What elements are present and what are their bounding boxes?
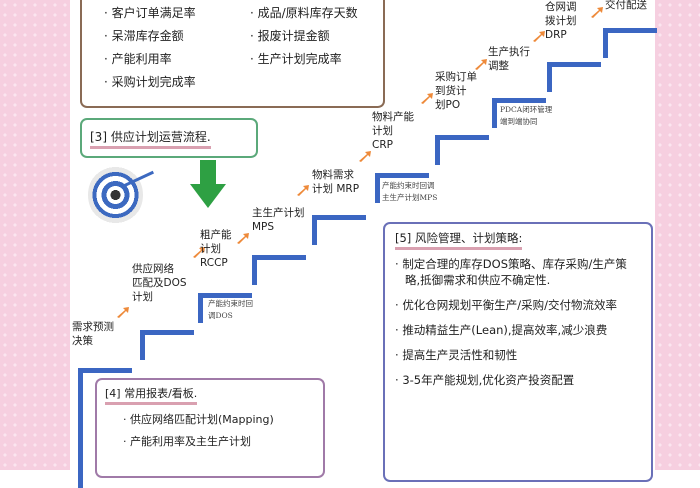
list-item: · 供应网络匹配计划(Mapping) bbox=[123, 413, 274, 426]
kpi-item: · 客户订单满足率 bbox=[104, 6, 196, 20]
section4-box: [4] 常用报表/看板. · 供应网络匹配计划(Mapping) · 产能利用率… bbox=[95, 378, 325, 478]
step-label: 粗产能 计划 RCCP bbox=[200, 229, 232, 269]
stair-step bbox=[78, 368, 132, 488]
list-item: · 提高生产灵活性和韧性 bbox=[395, 348, 518, 362]
kpi-item: · 采购计划完成率 bbox=[104, 75, 196, 89]
step-label: 交付配送 bbox=[605, 0, 647, 11]
stair-step bbox=[140, 330, 194, 360]
section5-title: [5] 风险管理、计划策略: bbox=[395, 230, 523, 250]
section3-title: [3] 供应计划运营流程. bbox=[90, 128, 211, 149]
stair-step bbox=[312, 215, 366, 245]
stair-step bbox=[492, 98, 546, 128]
section3-box: [3] 供应计划运营流程. bbox=[80, 118, 258, 158]
kpi-item: · 报废计提金额 bbox=[250, 29, 330, 43]
kpi-item: · 成品/原料库存天数 bbox=[250, 6, 358, 20]
orange-arrow-icon bbox=[591, 7, 603, 18]
orange-arrow-icon bbox=[359, 151, 371, 162]
pink-border-right bbox=[655, 0, 700, 470]
pink-border-left bbox=[0, 0, 70, 470]
step-label: 仓网调 拨计划 DRP bbox=[545, 1, 577, 41]
note-dos: 产能约束时回 调DOS bbox=[208, 299, 253, 320]
stair-step bbox=[252, 255, 306, 285]
kpi-box: · 客户订单满足率 · 呆滞库存金额 · 产能利用率 · 采购计划完成率 · 成… bbox=[80, 0, 385, 108]
stair-step bbox=[198, 293, 252, 323]
green-down-arrow-icon bbox=[190, 160, 226, 208]
orange-arrow-icon bbox=[237, 233, 249, 244]
section5-box: [5] 风险管理、计划策略: · 制定合理的库存DOS策略、库存采购/生产策略,… bbox=[383, 222, 653, 482]
step-label: 需求预测 决策 bbox=[72, 321, 114, 347]
note-pdca: PDCA闭环管理 端到端协同 bbox=[500, 105, 553, 126]
step-label: 采购订单 到货计 划PO bbox=[435, 71, 477, 111]
list-item: · 产能利用率及主生产计划 bbox=[123, 435, 251, 448]
section4-title: [4] 常用报表/看板. bbox=[105, 385, 198, 405]
orange-arrow-icon bbox=[117, 307, 129, 318]
step-label: 物料需求 计划 MRP bbox=[312, 169, 360, 195]
step-label: 物料产能 计划 CRP bbox=[372, 111, 414, 151]
list-item: · 推动精益生产(Lean),提高效率,减少浪费 bbox=[395, 323, 608, 337]
stair-step bbox=[603, 28, 657, 58]
list-item: · 优化仓网规划平衡生产/采购/交付物流效率 bbox=[395, 298, 618, 312]
stair-step bbox=[547, 62, 601, 92]
orange-arrow-icon bbox=[533, 31, 545, 42]
list-item: · 3-5年产能规划,优化资产投资配置 bbox=[395, 373, 575, 387]
orange-arrow-icon bbox=[193, 247, 205, 258]
stair-step bbox=[435, 135, 489, 165]
kpi-item: · 呆滞库存金额 bbox=[104, 29, 184, 43]
note-mps: 产能约束时回调 主生产计划MPS bbox=[382, 181, 438, 202]
orange-arrow-icon bbox=[421, 93, 433, 104]
step-label: 生产执行 调整 bbox=[488, 46, 530, 72]
kpi-item: · 产能利用率 bbox=[104, 52, 172, 66]
list-item: · 制定合理的库存DOS策略、库存采购/生产策略,抵御需求和供应不确定性. bbox=[395, 257, 627, 287]
orange-arrow-icon bbox=[297, 185, 309, 196]
step-label: 主生产计划 MPS bbox=[252, 207, 305, 233]
stair-step bbox=[375, 173, 429, 203]
target-icon bbox=[88, 165, 143, 225]
kpi-item: · 生产计划完成率 bbox=[250, 52, 342, 66]
step-label: 供应网络 匹配及DOS 计划 bbox=[132, 263, 187, 303]
orange-arrow-icon bbox=[475, 59, 487, 70]
